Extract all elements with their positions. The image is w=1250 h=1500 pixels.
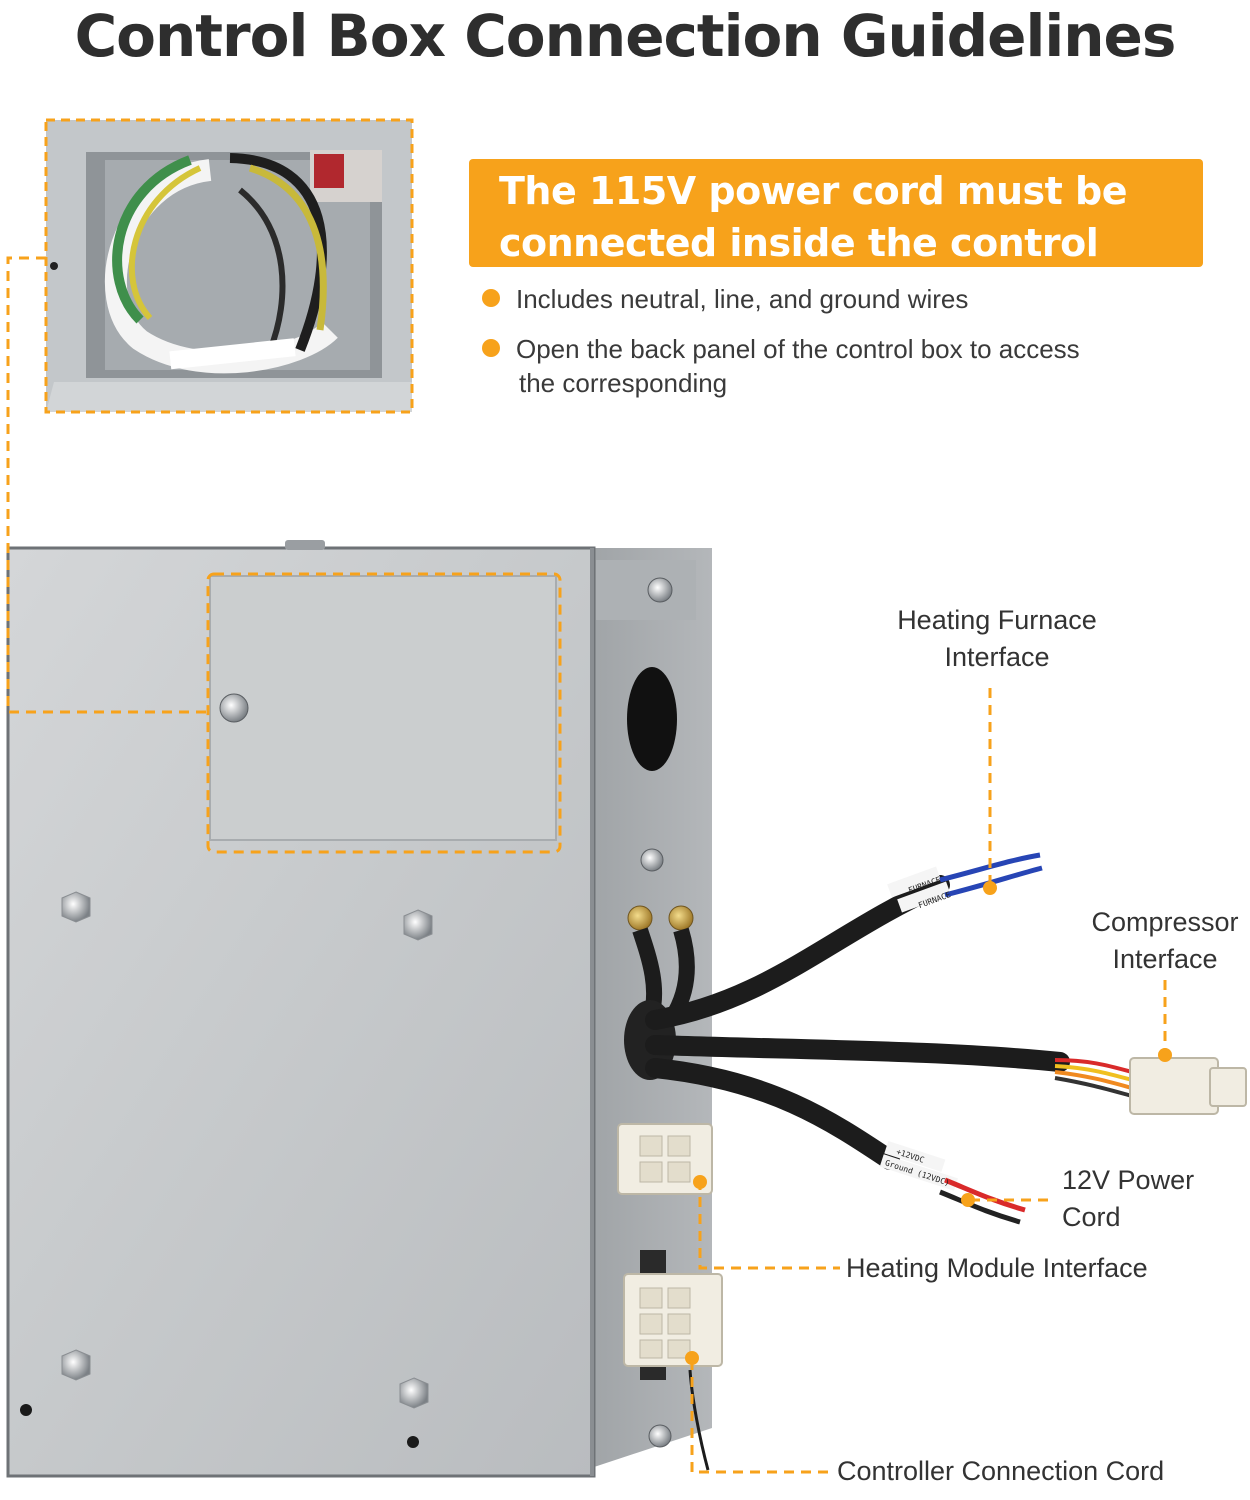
bullet-dot-icon bbox=[482, 289, 500, 307]
inset-to-panel-leader bbox=[6, 256, 208, 714]
heating-furnace-label: Heating Furnace Interface bbox=[870, 602, 1124, 676]
list-item: Includes neutral, line, and ground wires bbox=[482, 282, 1202, 316]
side-cable-hole bbox=[627, 667, 677, 771]
leader-lines bbox=[6, 256, 1167, 1474]
label-line: Interface bbox=[1112, 944, 1218, 974]
back-panel-dashed-frame bbox=[206, 572, 562, 854]
callout-line-2: connected inside the control box. bbox=[499, 221, 1099, 317]
heating-module-label: Heating Module Interface bbox=[846, 1253, 1148, 1283]
label-line: Cord bbox=[1062, 1202, 1121, 1232]
compressor-label: Compressor Interface bbox=[1082, 904, 1248, 978]
bullet-text-continued: the corresponding bbox=[519, 368, 728, 398]
label-line: Compressor bbox=[1091, 907, 1239, 937]
label-line: 12V Power bbox=[1062, 1165, 1195, 1195]
power12v-label: 12V Power Cord bbox=[1062, 1162, 1194, 1236]
inset-anchor-dot bbox=[50, 262, 58, 270]
screw-heads bbox=[61, 577, 694, 1448]
instruction-list: Includes neutral, line, and ground wires… bbox=[482, 282, 1202, 416]
control-box bbox=[6, 540, 712, 1478]
inset-dashed-frame bbox=[44, 118, 414, 414]
callout-line-1: The 115V power cord must be bbox=[499, 169, 1128, 213]
label-line: Interface bbox=[944, 642, 1050, 672]
controller-cord-label: Controller Connection Cord bbox=[837, 1456, 1165, 1486]
controller-connector bbox=[623, 1273, 723, 1367]
heating-module-leader bbox=[698, 1180, 840, 1270]
cable-bundle bbox=[624, 852, 1133, 1225]
bullet-dot-icon bbox=[482, 339, 500, 357]
list-item: Open the back panel of the control box t… bbox=[482, 332, 1202, 400]
controller-leader bbox=[690, 1360, 830, 1474]
power-cord-callout: The 115V power cord must be connected in… bbox=[469, 159, 1203, 317]
bullet-text: Open the back panel of the control box t… bbox=[516, 334, 1080, 364]
compressor-connector bbox=[1129, 1057, 1247, 1115]
page-title: Control Box Connection Guidelines bbox=[74, 2, 1177, 70]
leader-dots bbox=[685, 881, 1172, 1365]
bullet-text: Includes neutral, line, and ground wires bbox=[516, 284, 969, 314]
inset-photo-wires bbox=[46, 120, 412, 412]
heating-module-connector bbox=[617, 1123, 713, 1195]
label-line: Heating Furnace bbox=[897, 605, 1097, 635]
